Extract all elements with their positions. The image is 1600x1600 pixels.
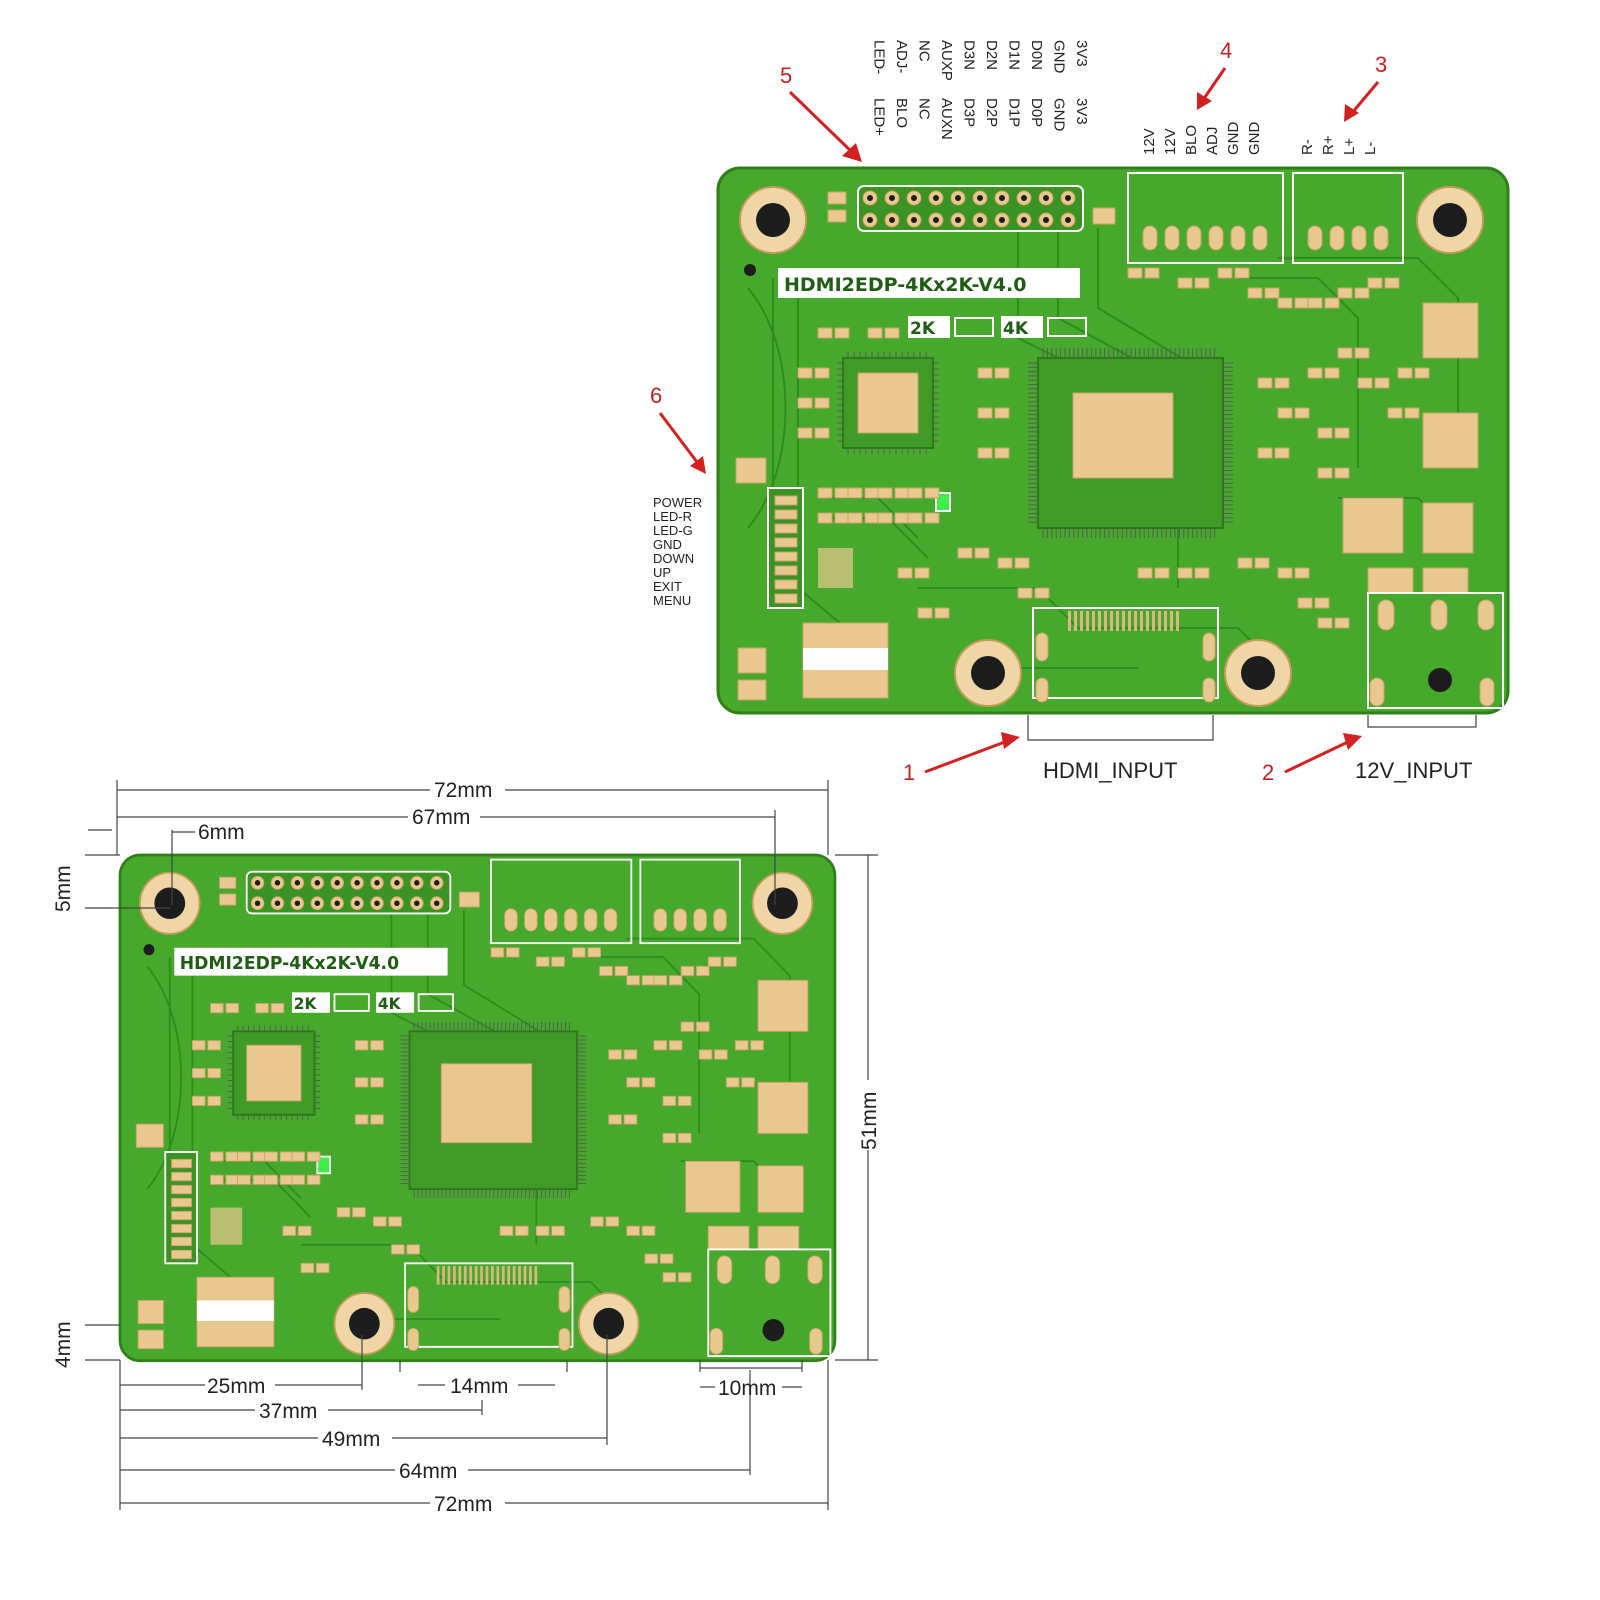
connector-pin-label: D0P: [1028, 98, 1045, 127]
connector-pin-label: NC: [916, 40, 933, 62]
keypad-label: UP: [653, 565, 671, 580]
connector-pin-label: 3V3: [1073, 98, 1090, 125]
callout-6-arrow: [658, 412, 702, 467]
hdmi-bracket: [1027, 715, 1214, 741]
pcb-dimension-view: HDMI2EDP-4Kx2K-V4.0 2K 4K: [118, 853, 837, 1363]
keypad-label: POWER: [653, 495, 702, 510]
connector-pin-label: D2N: [983, 40, 1000, 70]
dim-37mm: 37mm: [259, 1400, 317, 1423]
dim-14mm: 14mm: [450, 1375, 508, 1398]
connector-pin-label: D1N: [1006, 40, 1023, 70]
connector-pin-label: GND: [1051, 98, 1068, 132]
pcb-top-view: HDMI2EDP-4Kx2K-V4.0 2K 4K: [716, 166, 1510, 715]
callout-1-arrow: [924, 738, 1011, 774]
power-pin-label: 12V: [1162, 128, 1179, 155]
hdmi-input-label: HDMI_INPUT: [1043, 758, 1177, 783]
callout-1: 1: [903, 760, 915, 785]
callout-5-arrowhead: [842, 143, 862, 162]
keypad-pin-labels: POWER LED-R LED-G GND DOWN UP EXIT MENU: [653, 495, 702, 608]
connector-pin-label: D3P: [961, 98, 978, 127]
connector-pin-label: AUXN: [938, 98, 955, 140]
dim-4mm: 4mm: [52, 1321, 75, 1368]
dim-51mm: 51mm: [858, 1092, 881, 1150]
speaker-pin-label: L-: [1362, 142, 1379, 155]
callout-5: 5: [780, 63, 792, 88]
callout-2-arrow: [1284, 738, 1353, 774]
callout-3-arrowhead: [1344, 104, 1359, 122]
speaker-pin-label: R+: [1320, 135, 1337, 155]
callouts: 5 4 3 6 1 2: [650, 38, 1387, 785]
dim-72mm-top: 72mm: [434, 779, 492, 802]
power-pin-label: GND: [1246, 122, 1263, 156]
callout-3-arrow: [1350, 81, 1380, 114]
callout-4-arrowhead: [1197, 92, 1212, 110]
keypad-label: GND: [653, 537, 682, 552]
callout-4-arrow: [1201, 67, 1227, 101]
keypad-label: LED-R: [653, 509, 692, 524]
dim-64mm: 64mm: [399, 1460, 457, 1483]
dim-5mm: 5mm: [52, 865, 75, 912]
connector-pin-label: LED-: [871, 40, 888, 74]
connector-pin-label: NC: [916, 98, 933, 120]
mode-2k-label-top: 2K: [910, 319, 936, 339]
callout-6: 6: [650, 383, 662, 408]
callout-2: 2: [1262, 760, 1274, 785]
dimension-lines: 72mm 67mm 6mm 5mm 51mm 4mm 25mm: [52, 779, 881, 1516]
dim-49mm: 49mm: [322, 1428, 380, 1451]
dim-25mm: 25mm: [207, 1375, 265, 1398]
mode-4k-label-top: 4K: [1003, 319, 1029, 339]
lvds-connector-pin-labels: 3V3GNDD0ND1ND2ND3NAUXPNCADJ-LED-3V3GNDD0…: [871, 40, 1091, 140]
connector-pin-label: BLO: [893, 98, 910, 128]
keypad-label: EXIT: [653, 579, 682, 594]
connector-pin-label: D2P: [983, 98, 1000, 127]
power-pin-label: GND: [1225, 122, 1242, 156]
power-pin-label: ADJ: [1204, 127, 1221, 155]
callout-6-arrowhead: [690, 456, 706, 474]
connector-pin-label: D1P: [1006, 98, 1023, 127]
callout-4: 4: [1220, 38, 1232, 63]
speaker-pin-label: R-: [1299, 139, 1316, 155]
connector-pin-label: D3N: [961, 40, 978, 70]
keypad-label: LED-G: [653, 523, 693, 538]
keypad-label: DOWN: [653, 551, 694, 566]
mode-4k-label-bottom: 4K: [378, 995, 402, 1013]
speaker-pin-label: L+: [1341, 138, 1358, 155]
connector-pin-label: LED+: [871, 98, 888, 136]
callout-1-arrowhead: [1001, 732, 1020, 749]
power-bracket: [1367, 715, 1477, 728]
connector-pin-label: ADJ-: [893, 40, 910, 73]
connector-pin-label: GND: [1051, 40, 1068, 74]
dim-6mm: 6mm: [198, 821, 245, 844]
dim-72mm-bottom: 72mm: [434, 1493, 492, 1516]
callout-2-arrowhead: [1343, 733, 1362, 750]
dim-67mm: 67mm: [412, 806, 470, 829]
mode-2k-label-bottom: 2K: [294, 995, 318, 1013]
dim-10mm: 10mm: [718, 1377, 776, 1400]
board-label-top: HDMI2EDP-4Kx2K-V4.0: [784, 274, 1026, 296]
callout-5-arrow: [788, 90, 857, 157]
connector-pin-label: AUXP: [938, 40, 955, 81]
connector-pin-label: 3V3: [1073, 40, 1090, 67]
power-pin-label: 12V: [1141, 128, 1158, 155]
port-labels: HDMI_INPUT 12V_INPUT: [1027, 715, 1477, 783]
callout-3: 3: [1375, 52, 1387, 77]
power-input-label: 12V_INPUT: [1355, 758, 1472, 783]
keypad-label: MENU: [653, 593, 691, 608]
speaker-header-pin-labels: R-R+L+ L-: [1299, 135, 1379, 155]
board-label-bottom: HDMI2EDP-4Kx2K-V4.0: [180, 954, 399, 974]
power-pin-label: BLO: [1183, 125, 1200, 155]
connector-pin-label: D0N: [1028, 40, 1045, 70]
